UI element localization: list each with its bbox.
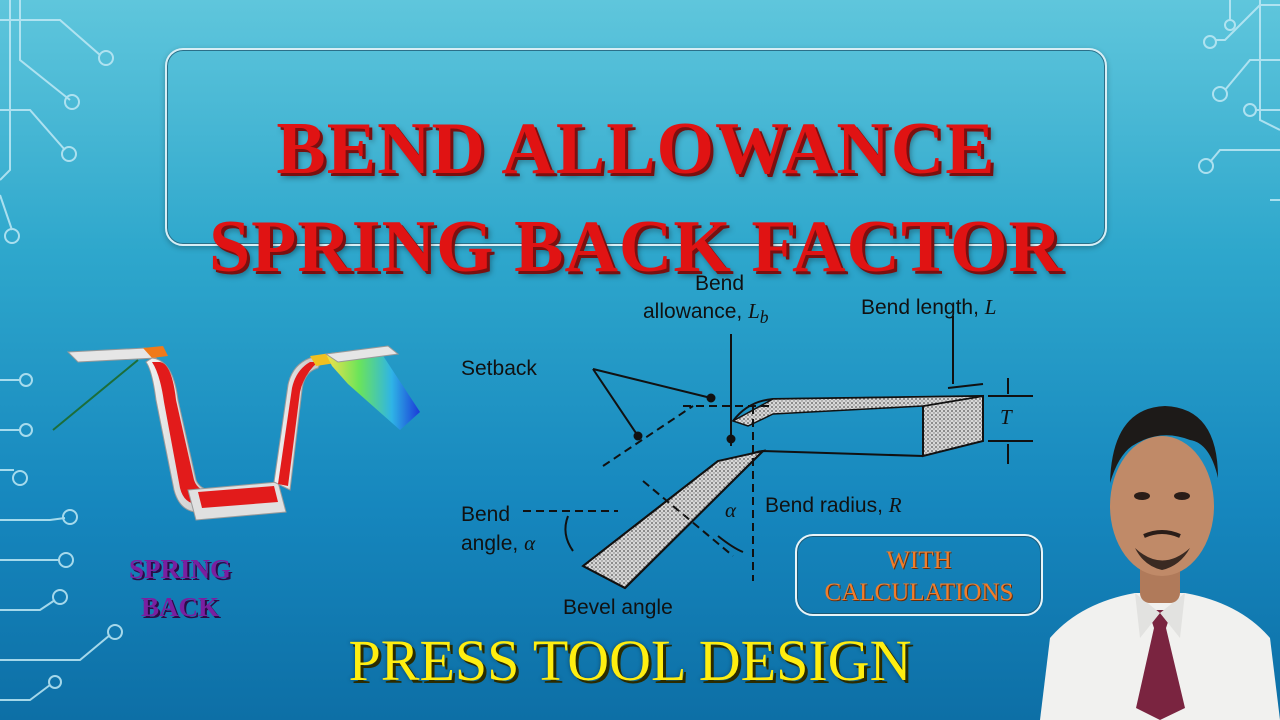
- lower-leg-edge: [582, 460, 719, 567]
- alpha-right-symbol: α: [725, 498, 737, 522]
- setback-leader-2: [592, 368, 639, 437]
- bend-radius-symbol: R: [888, 493, 902, 517]
- title-line-2: SPRING BACK FACTOR: [208, 206, 1063, 288]
- dashed-bend-line: [602, 405, 694, 467]
- calculations-badge-line-1: WITH: [886, 547, 952, 574]
- bend-allowance-subscript: b: [759, 307, 769, 328]
- alpha-arc-right: [717, 535, 744, 553]
- spring-tilt-line: [52, 359, 139, 431]
- setback-dot-1: [706, 393, 716, 403]
- left-flange: [66, 347, 158, 363]
- title-panel: BEND ALLOWANCE SPRING BACK FACTOR: [165, 48, 1107, 284]
- bend-allowance-symbol: L: [748, 299, 760, 323]
- circuit-decoration-right: [1198, 0, 1280, 201]
- bend-length-label: Bend length, L: [861, 295, 997, 319]
- presenter-tie: [1136, 610, 1185, 720]
- spring-back-label-line-2: BACK: [140, 592, 219, 622]
- alpha-label-right: α: [725, 498, 737, 522]
- calculations-badge: WITH CALCULATIONS: [795, 534, 1043, 616]
- bend-angle-symbol: α: [524, 531, 536, 555]
- bend-radius-text: Bend radius,: [765, 494, 883, 517]
- bend-allowance-label-2: allowance, Lb: [643, 299, 769, 328]
- top-strip: [731, 395, 984, 427]
- left-bend-zone: [143, 346, 168, 358]
- angle-arc: [564, 515, 574, 552]
- presenter-photo: [1040, 406, 1280, 720]
- bend-angle-label-1: Bend: [461, 503, 511, 526]
- bend-length-text: Bend length,: [861, 296, 979, 319]
- setback-label: Setback: [461, 357, 537, 380]
- presenter-eye-left: [1134, 492, 1150, 500]
- bend-angle-label-2: angle, α: [461, 531, 536, 555]
- bend-angle-text: angle,: [461, 532, 519, 555]
- presenter-hair: [1110, 406, 1218, 483]
- presenter-mustache: [1143, 530, 1181, 538]
- bevel-end: [582, 565, 626, 589]
- presenter-beard: [1135, 548, 1190, 570]
- setback-leader-1: [592, 368, 712, 399]
- presenter-eye-right: [1174, 492, 1190, 500]
- thickness-symbol: T: [1000, 405, 1012, 429]
- presenter-collar-right: [1160, 593, 1185, 638]
- bend-radius-label: Bend radius, R: [765, 493, 902, 517]
- footer-title: PRESS TOOL DESIGN: [348, 628, 912, 693]
- bottom-plate-red: [198, 486, 278, 508]
- setback-dot-2: [633, 431, 643, 441]
- spring-back-label-line-1: SPRING: [128, 554, 231, 584]
- bend-diagram-drawing: [523, 316, 1033, 590]
- circuit-decoration-left: [0, 0, 123, 701]
- presenter-collar-left: [1135, 593, 1160, 638]
- right-flange-top: [324, 345, 400, 363]
- presenter-face: [1110, 436, 1214, 576]
- right-flange-heatmap: [326, 348, 420, 430]
- dashed-radius: [642, 480, 734, 557]
- bend-allowance-text: allowance,: [643, 300, 743, 323]
- bend-length-arrow: [947, 383, 984, 389]
- bevel-angle-label: Bevel angle: [563, 596, 673, 619]
- calculations-badge-line-2: CALCULATIONS: [824, 579, 1014, 606]
- left-wall-red: [152, 362, 223, 504]
- spring-back-illustration: [52, 345, 420, 521]
- bend-allowance-diagram: Bend allowance, Lb Bend length, L Setbac…: [443, 266, 1055, 624]
- right-wall-red: [278, 362, 318, 486]
- bend-allowance-dot: [726, 434, 736, 444]
- bend-allowance-label-1: Bend: [695, 272, 745, 295]
- lower-leg-outer: [624, 450, 764, 589]
- title-line-1: BEND ALLOWANCE: [276, 108, 996, 190]
- bend-length-symbol: L: [984, 295, 997, 319]
- thickness-label: T: [1000, 405, 1012, 429]
